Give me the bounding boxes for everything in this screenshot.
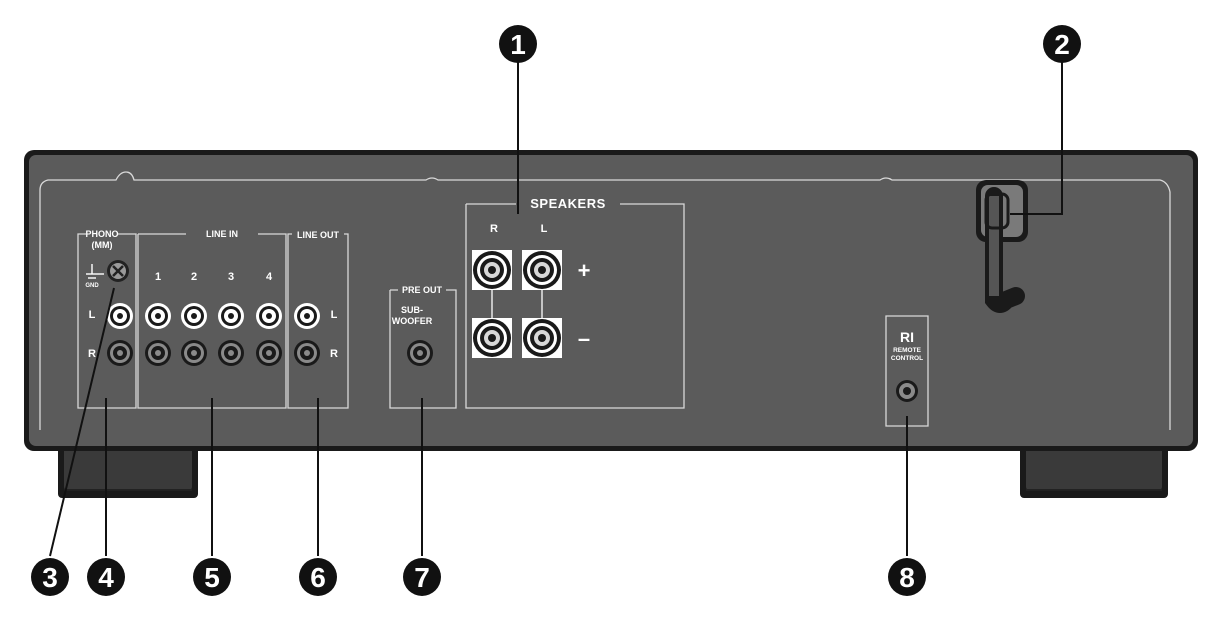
line-in-number: 3 xyxy=(228,271,234,283)
rca-jack xyxy=(294,340,320,366)
rca-jack xyxy=(181,340,207,366)
rca-jack xyxy=(256,340,282,366)
right-foot xyxy=(1020,446,1168,498)
pre-out-label: PRE OUT xyxy=(402,285,443,295)
rca-jack xyxy=(145,340,171,366)
line-out-channel-l: L xyxy=(331,309,338,321)
rca-jacks xyxy=(107,303,433,366)
speakers-label: SPEAKERS xyxy=(530,196,606,211)
line-out-channel-r: R xyxy=(330,348,338,360)
speaker-terminals xyxy=(472,250,562,358)
rca-jack xyxy=(181,303,207,329)
callout-4: 4 xyxy=(87,558,125,596)
callout-number: 2 xyxy=(1054,29,1070,60)
ri-label: RI xyxy=(900,329,914,345)
callout-number: 4 xyxy=(98,562,114,593)
remote-control-label-2: CONTROL xyxy=(891,355,923,362)
callout-6: 6 xyxy=(299,558,337,596)
callout-number: 3 xyxy=(42,562,58,593)
line-in-number: 1 xyxy=(155,271,161,283)
phono-label-2: (MM) xyxy=(92,240,113,250)
phono-label-1: PHONO xyxy=(85,229,118,239)
rca-jack xyxy=(218,303,244,329)
power-cord xyxy=(976,180,1028,313)
subwoofer-label-2: WOOFER xyxy=(392,316,433,326)
callout-number: 1 xyxy=(510,29,526,60)
rca-jack xyxy=(145,303,171,329)
subwoofer-label-1: SUB- xyxy=(401,305,423,315)
leader-lines xyxy=(49,60,1063,557)
speakers-channel-r: R xyxy=(490,223,498,235)
line-in-label: LINE IN xyxy=(206,229,238,239)
callout-2: 2 xyxy=(1043,25,1081,63)
callout-7: 7 xyxy=(403,558,441,596)
rca-jack xyxy=(294,303,320,329)
remote-control-jack xyxy=(896,380,918,402)
speaker-terminal xyxy=(472,318,512,358)
callout-3: 3 xyxy=(31,558,69,596)
left-foot xyxy=(58,446,198,498)
rca-jack xyxy=(107,340,133,366)
rca-jack xyxy=(256,303,282,329)
speakers-channel-l: L xyxy=(541,223,548,235)
line-in-number: 2 xyxy=(191,271,197,283)
speaker-plus-label: + xyxy=(578,258,591,283)
callout-number: 6 xyxy=(310,562,326,593)
rca-jack xyxy=(107,303,133,329)
ground-icon xyxy=(86,264,104,279)
callout-1: 1 xyxy=(499,25,537,63)
callout-number: 8 xyxy=(899,562,915,593)
speaker-terminal xyxy=(522,318,562,358)
line-in-number: 4 xyxy=(266,271,273,283)
rear-panel xyxy=(24,150,1198,451)
callout-number: 5 xyxy=(204,562,220,593)
line-out-label: LINE OUT xyxy=(297,230,340,240)
phono-channel-l: L xyxy=(89,309,96,321)
callout-8: 8 xyxy=(888,558,926,596)
gnd-terminal: GND xyxy=(85,260,129,289)
screw-icon xyxy=(112,265,124,277)
gnd-label: GND xyxy=(85,283,99,289)
remote-control-label-1: REMOTE xyxy=(893,347,921,354)
callout-5: 5 xyxy=(193,558,231,596)
speaker-terminal xyxy=(472,250,512,290)
phono-channel-r: R xyxy=(88,348,96,360)
callout-number: 7 xyxy=(414,562,430,593)
speaker-minus-label: – xyxy=(578,326,590,351)
rca-jack xyxy=(218,340,244,366)
speaker-terminal xyxy=(522,250,562,290)
subwoofer-jack xyxy=(407,340,433,366)
